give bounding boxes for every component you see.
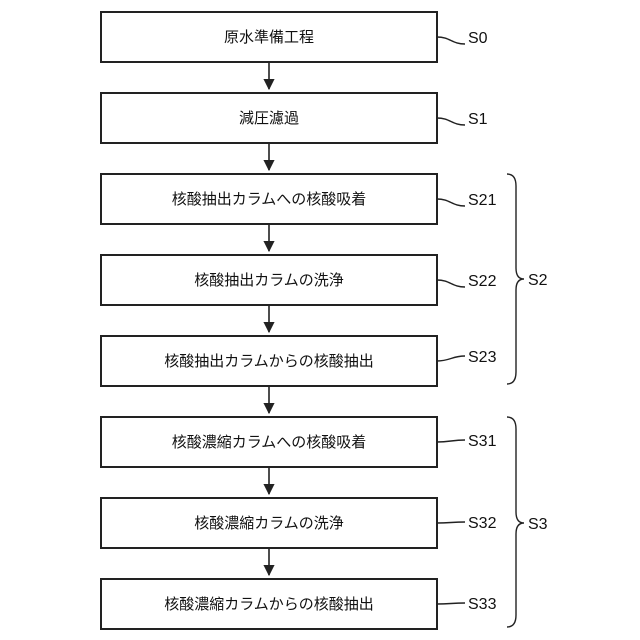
step-label: 核酸抽出カラムへの核酸吸着 xyxy=(172,190,367,208)
step-ref: S23 xyxy=(468,349,497,366)
step-label: 核酸濃縮カラムへの核酸吸着 xyxy=(172,433,367,451)
leader-line xyxy=(437,280,465,287)
leader-line xyxy=(437,37,465,44)
group-s3: S3 xyxy=(507,417,548,627)
leader-line xyxy=(437,440,465,442)
step-s0: 原水準備工程 S0 xyxy=(101,12,488,62)
leader-line xyxy=(437,522,465,523)
step-s1: 減圧濾過 S1 xyxy=(101,93,488,143)
step-ref: S33 xyxy=(468,596,497,613)
leader-line xyxy=(437,199,465,206)
step-s23: 核酸抽出カラムからの核酸抽出 S23 xyxy=(101,336,497,386)
leader-line xyxy=(437,118,465,125)
group-ref: S3 xyxy=(528,516,548,533)
group-s2: S2 xyxy=(507,174,548,384)
step-ref: S31 xyxy=(468,433,497,450)
step-s33: 核酸濃縮カラムからの核酸抽出 S33 xyxy=(101,579,497,629)
step-s21: 核酸抽出カラムへの核酸吸着 S21 xyxy=(101,174,497,224)
group-ref: S2 xyxy=(528,272,548,289)
step-ref: S21 xyxy=(468,192,497,209)
group-brace xyxy=(507,174,524,384)
step-label: 核酸濃縮カラムからの核酸抽出 xyxy=(164,595,374,613)
step-ref: S0 xyxy=(468,30,488,47)
leader-line xyxy=(437,603,465,604)
step-ref: S1 xyxy=(468,111,488,128)
step-s32: 核酸濃縮カラムの洗浄 S32 xyxy=(101,498,497,548)
step-label: 減圧濾過 xyxy=(239,109,299,127)
step-ref: S32 xyxy=(468,515,497,532)
step-ref: S22 xyxy=(468,273,497,290)
group-brace xyxy=(507,417,524,627)
step-label: 核酸抽出カラムの洗浄 xyxy=(194,271,344,289)
step-label: 原水準備工程 xyxy=(224,28,314,46)
step-s31: 核酸濃縮カラムへの核酸吸着 S31 xyxy=(101,417,497,467)
step-label: 核酸抽出カラムからの核酸抽出 xyxy=(164,352,374,370)
step-label: 核酸濃縮カラムの洗浄 xyxy=(194,514,344,532)
step-s22: 核酸抽出カラムの洗浄 S22 xyxy=(101,255,497,305)
leader-line xyxy=(437,356,465,361)
